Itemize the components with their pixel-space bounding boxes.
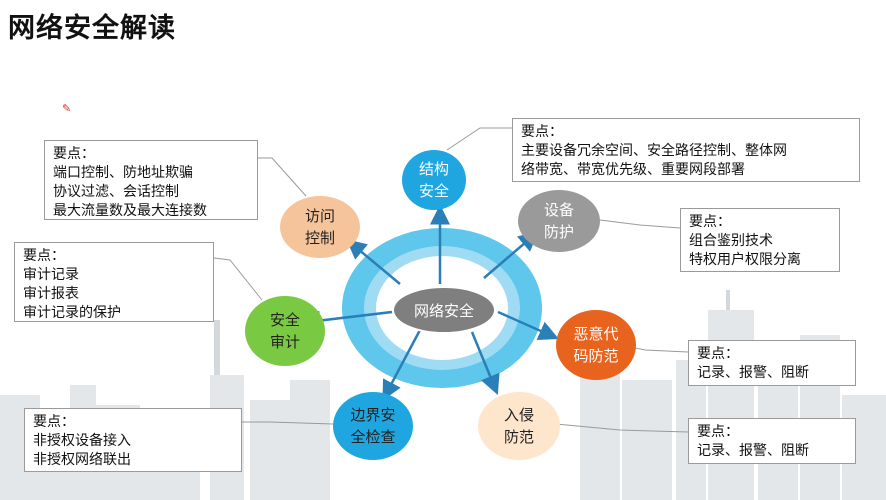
connector-intrusion [555,423,689,433]
note-box-access-control: 要点： 端口控制、防地址欺骗 协议过滤、会话控制 最大流量数及最大连接数 [44,140,258,220]
note-line: 审计记录 [23,267,79,283]
page-title: 网络安全解读 [8,13,176,44]
note-line: 审计记录的保护 [23,305,121,321]
node-label: 访问 控制 [304,207,335,247]
connector-audit [213,257,263,301]
connector-boundary [242,421,334,425]
node-label: 结构 安全 [418,160,449,200]
arrow-to-intrusion [470,331,500,395]
note-line: 最大流量数及最大连接数 [53,203,207,219]
note-heading: 要点： [521,124,563,140]
note-heading: 要点： [697,346,739,362]
note-line: 特权用户权限分离 [689,252,801,268]
node-label: 入侵 防范 [503,406,534,446]
node-intrusion-prevention: 入侵 防范 [478,392,560,460]
note-heading: 要点： [53,146,95,162]
note-line: 协议过滤、会话控制 [53,184,179,200]
node-label: 恶意代 码防范 [573,325,619,365]
note-line: 记录、报警、阻断 [697,365,809,381]
pen-cursor-icon: ✎ [62,102,72,115]
node-label: 设备 防护 [543,201,574,241]
note-box-security-audit: 要点： 审计记录 审计报表 审计记录的保护 [14,242,214,322]
connector-access [258,157,307,197]
note-line: 组合鉴别技术 [689,233,773,249]
center-node: 网络安全 [392,286,496,334]
note-box-boundary-check: 要点： 非授权设备接入 非授权网络联出 [24,408,242,472]
arrow-to-malware [497,310,559,341]
note-box-device-protection: 要点： 组合鉴别技术 特权用户权限分离 [680,208,840,272]
node-structure-security: 结构 安全 [402,150,466,210]
note-line: 络带宽、带宽优先级、重要网段部署 [521,162,745,178]
node-device-protection: 设备 防护 [518,190,600,252]
node-label: 安全 审计 [269,311,300,351]
connector-structure [446,127,512,151]
node-label: 边界安 全检查 [350,406,396,446]
note-line: 端口控制、防地址欺骗 [53,165,193,181]
note-line: 审计报表 [23,286,79,302]
note-heading: 要点： [23,248,65,264]
arrow-to-device [483,231,539,279]
arrow-to-access [346,239,401,285]
arrow-to-boundary [382,329,422,401]
node-security-audit: 安全 审计 [245,296,325,366]
node-boundary-check: 边界安 全检查 [333,392,413,460]
node-access-control: 访问 控制 [280,196,360,258]
center-node-label: 网络安全 [413,301,474,320]
note-line: 非授权设备接入 [33,433,131,449]
note-heading: 要点： [697,424,739,440]
note-line: 主要设备冗余空间、安全路径控制、整体网 [521,143,787,159]
note-line: 记录、报警、阻断 [697,443,809,459]
node-malware-prevention: 恶意代 码防范 [556,310,636,380]
note-box-malware-prevention: 要点： 记录、报警、阻断 [688,340,856,386]
note-line: 非授权网络联出 [33,452,131,468]
note-box-structure-security: 要点： 主要设备冗余空间、安全路径控制、整体网 络带宽、带宽优先级、重要网段部署 [512,118,860,182]
note-box-intrusion-prevention: 要点： 记录、报警、阻断 [688,418,856,464]
connector-device [599,219,681,229]
note-heading: 要点： [33,414,75,430]
note-heading: 要点： [689,214,731,230]
